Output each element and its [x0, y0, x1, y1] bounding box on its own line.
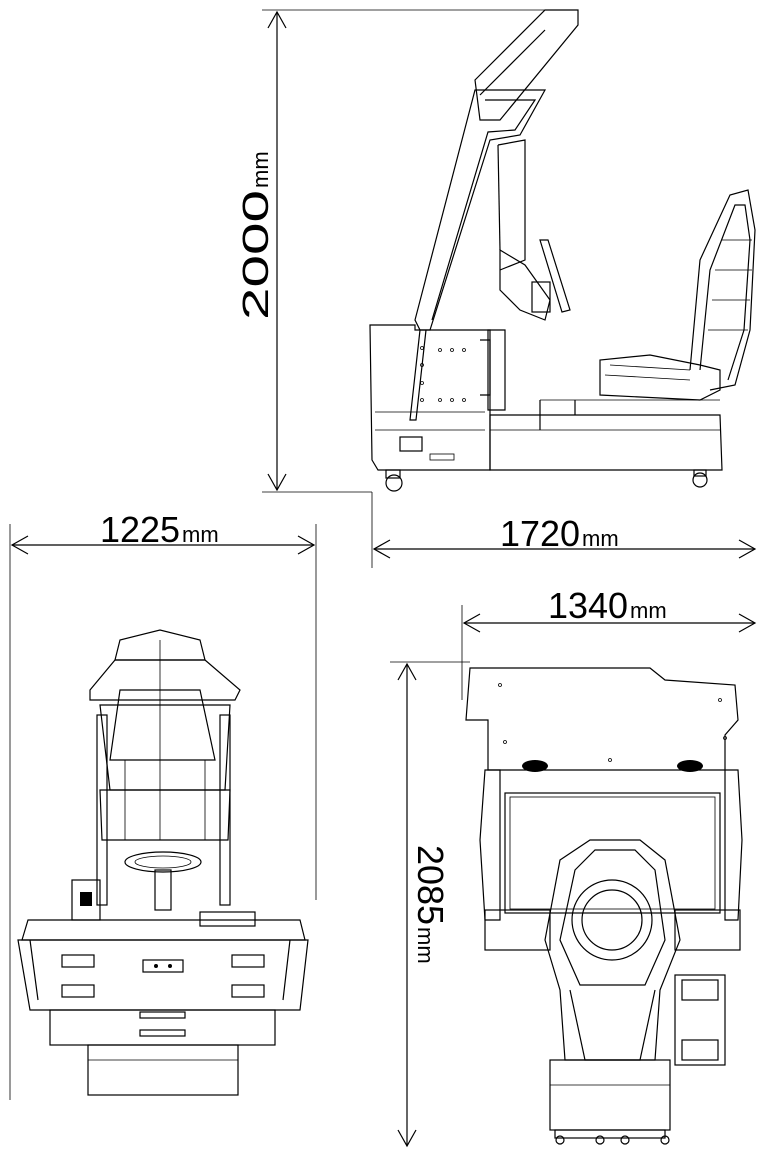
- depth-dimension: 1720 mm: [371, 492, 757, 568]
- depth-dimension-value: 1720: [500, 513, 580, 554]
- height-dimension-unit: mm: [248, 151, 273, 188]
- side-view: [369, 9, 756, 492]
- top-width-dimension-unit: mm: [630, 598, 667, 623]
- top-length-dimension-unit: mm: [413, 927, 438, 964]
- front-width-dimension-value: 1225: [100, 509, 180, 550]
- front-width-dimension-unit: mm: [182, 522, 219, 547]
- front-view: [17, 629, 309, 1096]
- top-view: [465, 667, 743, 1145]
- top-length-dimension: 2085 mm: [390, 661, 470, 1148]
- front-width-dimension: 1225 mm: [9, 509, 317, 1100]
- top-width-dimension-value: 1340: [548, 585, 628, 626]
- height-dimension-value: 2000: [235, 190, 276, 320]
- top-length-dimension-value: 2085: [410, 845, 451, 925]
- height-dimension: 2000 mm: [235, 9, 578, 493]
- depth-dimension-unit: mm: [582, 526, 619, 551]
- top-width-dimension: 1340 mm: [461, 585, 757, 700]
